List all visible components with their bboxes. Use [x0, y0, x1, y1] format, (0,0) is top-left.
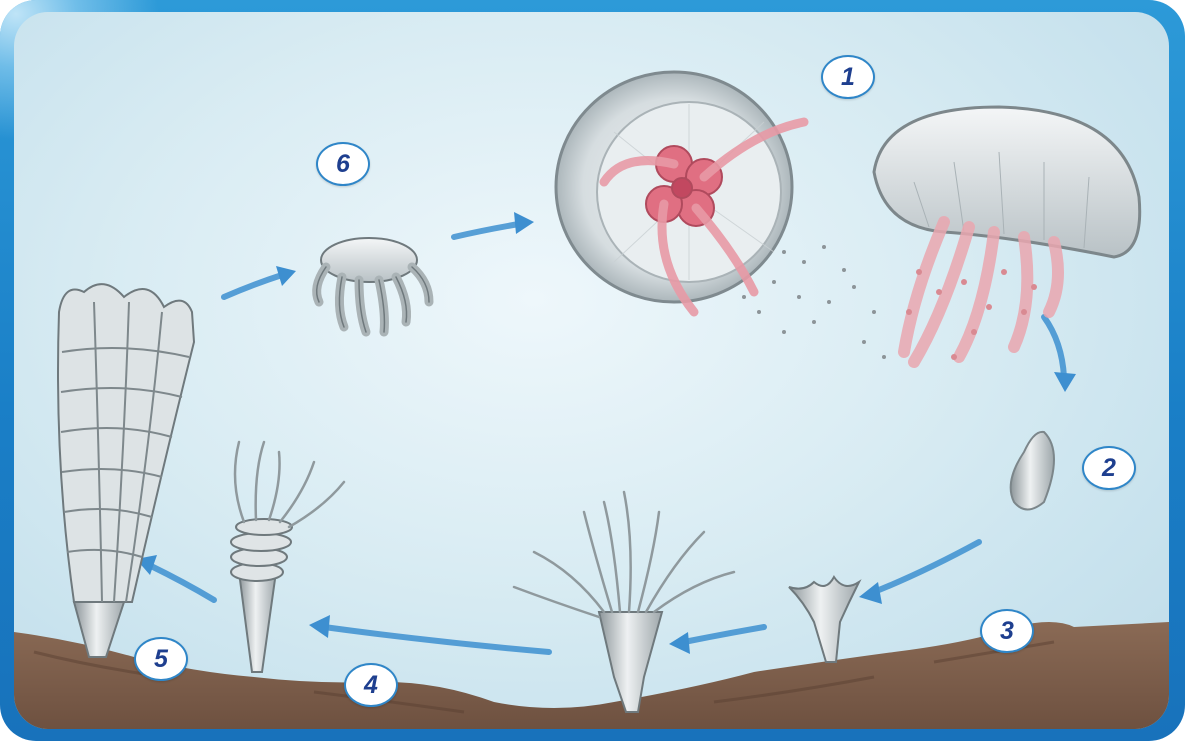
arrow-5-to-6: [224, 275, 282, 297]
stage-label-4: 4: [344, 663, 398, 707]
ephyra: [317, 238, 429, 332]
arrow-3-to-4a: [684, 627, 764, 642]
adult-medusa: [874, 107, 1140, 362]
stage-label-5: 5: [134, 637, 188, 681]
arrow-4-to-5: [149, 565, 214, 600]
life-cycle-scene: 1 2 3 4 5 6: [14, 12, 1169, 729]
young-polyp: [789, 577, 859, 662]
stage-label-2: 2: [1082, 446, 1136, 490]
stage-label-3: 3: [980, 609, 1034, 653]
scyphistoma: [514, 492, 734, 712]
flow-arrows: [149, 224, 1064, 652]
strobila: [231, 442, 344, 672]
mature-strobila: [58, 284, 194, 657]
arrow-4a-to-4: [324, 627, 549, 652]
arrow-1-to-2: [1044, 317, 1064, 377]
medusa-underside: [556, 72, 804, 312]
arrow-2-to-3: [874, 542, 979, 592]
planula-larva: [1011, 432, 1054, 510]
stage-label-6: 6: [316, 142, 370, 186]
arrow-6-to-1: [454, 224, 519, 237]
stage-label-1: 1: [821, 55, 875, 99]
